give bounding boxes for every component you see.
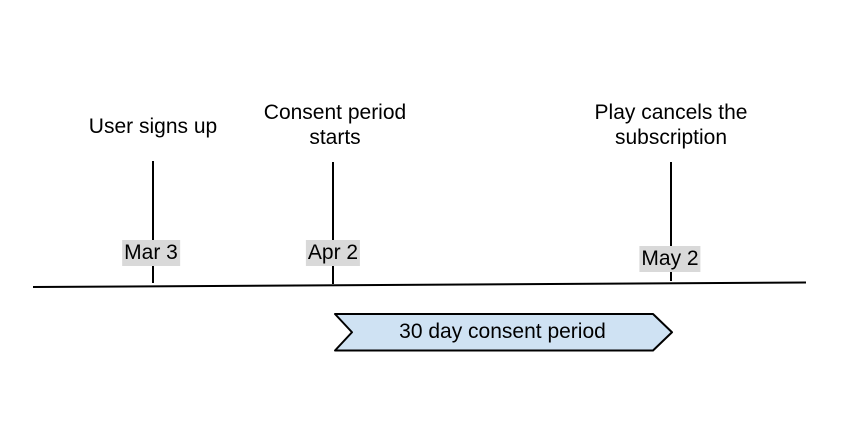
timeline-axis-line — [32, 281, 807, 288]
date-badge-apr-2: Apr 2 — [305, 240, 361, 266]
consent-period-arrow-shape — [334, 313, 673, 352]
event-label-user-signs-up: User signs up — [88, 115, 218, 138]
event-label-consent-period-starts: Consent period starts — [263, 101, 407, 149]
event-label-play-cancels-subscription: Play cancels the subscription — [594, 101, 748, 149]
date-badge-may-2: May 2 — [639, 246, 701, 272]
date-badge-mar-3: Mar 3 — [122, 240, 180, 266]
consent-period-label: 30 day consent period — [399, 320, 606, 343]
